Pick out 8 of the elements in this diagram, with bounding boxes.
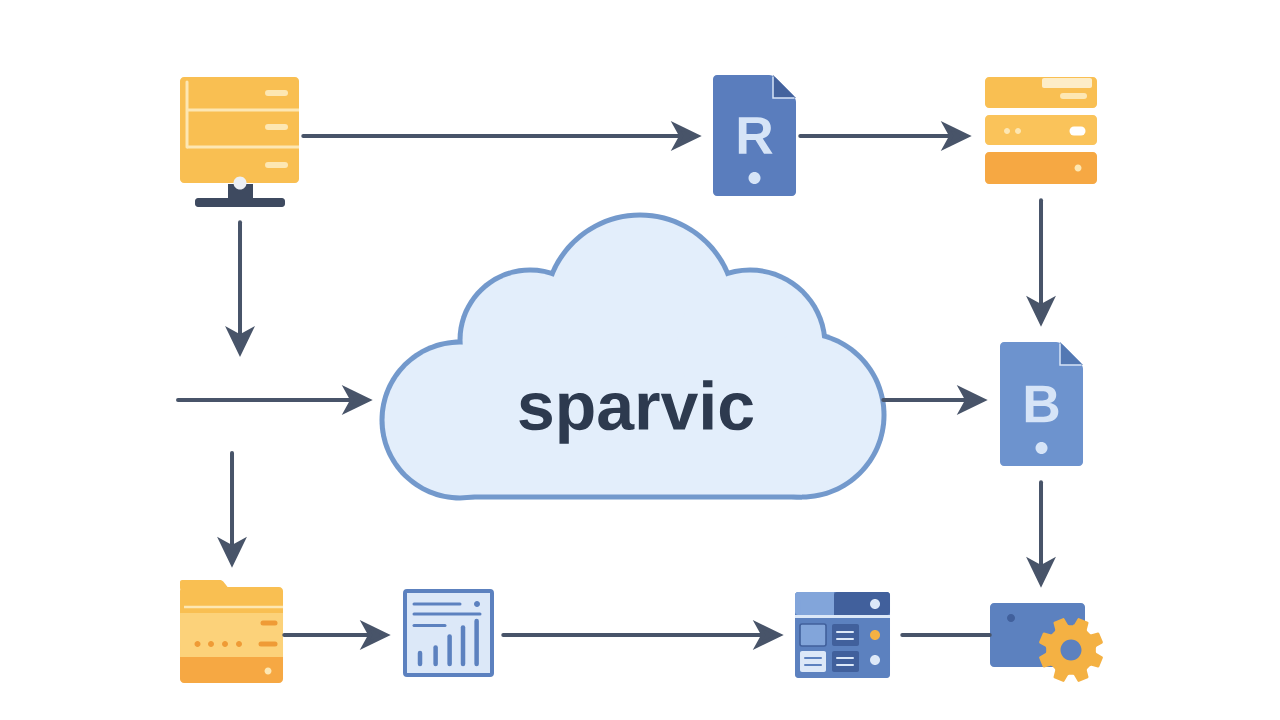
- cloud: sparvic: [379, 212, 887, 501]
- chart-document-icon: [403, 589, 494, 677]
- connector-line: [900, 633, 992, 637]
- server-icon: [180, 77, 299, 207]
- gear-box-icon: [990, 603, 1103, 682]
- folder-icon: [180, 580, 283, 683]
- dashboard-panel-icon: [795, 592, 890, 678]
- folder-server-icon: [985, 77, 1097, 184]
